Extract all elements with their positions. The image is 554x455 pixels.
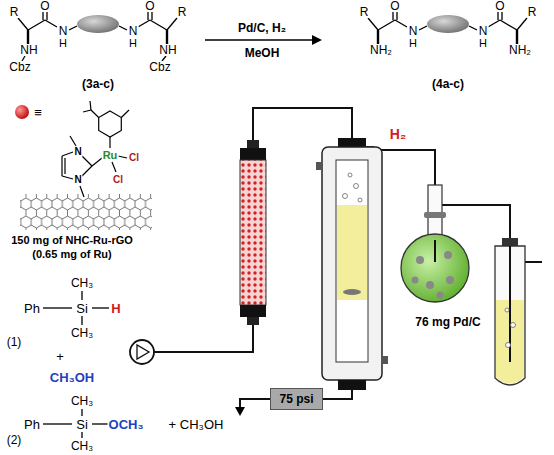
chem-label: Cbz — [148, 61, 171, 73]
chem-label: N — [478, 25, 489, 37]
chem-label: Ru — [102, 150, 119, 161]
chem-label: N — [73, 175, 82, 185]
chem-label: NH — [19, 44, 38, 56]
chem-label: N — [128, 25, 139, 37]
chem-label: H — [58, 38, 68, 49]
chem-label: N — [73, 147, 82, 157]
reactor-vessel — [316, 138, 388, 390]
chem-label: ≡ — [33, 106, 43, 119]
chem-label: MeOH — [244, 47, 281, 59]
chem-label: NH₂ — [508, 44, 532, 56]
chem-label: OCH₃ — [108, 418, 145, 431]
chem-label: (4a-c) — [431, 78, 465, 90]
chem-label: Si — [75, 418, 89, 431]
chem-label: NH — [158, 44, 177, 56]
chem-label: + CH₃OH — [168, 418, 225, 431]
chem-label: O — [494, 0, 505, 12]
linker-ellipse — [77, 15, 119, 33]
linker-ellipse — [427, 15, 469, 33]
chem-label: CH₃ — [70, 395, 94, 407]
chem-label: + — [55, 350, 65, 363]
outlet-arrowhead — [235, 407, 245, 416]
chem-label: 76 mg Pd/C — [414, 316, 481, 328]
chem-label: Cl — [112, 175, 124, 185]
bond-lines — [18, 11, 177, 61]
chem-label: H — [478, 38, 488, 49]
box-label: 75 psi — [279, 393, 313, 405]
pressure-regulator-box: 75 psi — [270, 388, 323, 410]
flask — [401, 185, 469, 302]
catalyst-sphere — [15, 105, 29, 119]
chem-label: Ph — [23, 418, 41, 431]
bubbler — [495, 238, 525, 385]
chem-label: Cl — [128, 153, 140, 163]
chem-label: R — [9, 6, 20, 18]
chem-label: R — [359, 6, 370, 18]
chem-label: H₂ — [389, 127, 407, 141]
chem-label: R — [177, 6, 188, 18]
bond-lines — [43, 291, 109, 438]
bond-lines — [368, 11, 527, 44]
chem-label: O — [389, 0, 400, 12]
chem-label: Ph — [23, 302, 41, 315]
chem-label: N — [408, 25, 419, 37]
chem-label: R — [527, 6, 538, 18]
chem-label: CH₃ — [70, 440, 94, 452]
chem-label: Pd/C, H₂ — [237, 22, 287, 34]
chem-label: CH₃ — [70, 327, 94, 339]
chem-label: 150 mg of NHC-Ru-rGO — [10, 235, 134, 246]
chem-label: Si — [75, 302, 89, 315]
chem-label: (3a-c) — [81, 78, 115, 90]
chem-label: (2) — [6, 434, 23, 446]
chem-label: H — [110, 302, 121, 315]
packed-column — [240, 140, 266, 325]
chem-label: NH₂ — [369, 44, 393, 56]
chem-label: (0.65 mg of Ru) — [31, 249, 112, 260]
chem-label: O — [144, 0, 155, 12]
chem-label: H — [408, 38, 418, 49]
chem-label: CH₃OH — [49, 371, 95, 384]
chem-label: (1) — [6, 336, 23, 348]
reaction-arrow — [205, 35, 322, 45]
chem-label: O — [39, 0, 50, 12]
graphene-sheet — [20, 194, 152, 230]
chem-label: N — [58, 25, 69, 37]
chem-label: H — [128, 38, 138, 49]
catalyst-bonds — [62, 101, 129, 197]
tubing — [154, 108, 542, 409]
chem-label: CH₃ — [70, 277, 94, 289]
pump-symbol — [130, 340, 154, 364]
chem-label: Cbz — [8, 61, 31, 73]
